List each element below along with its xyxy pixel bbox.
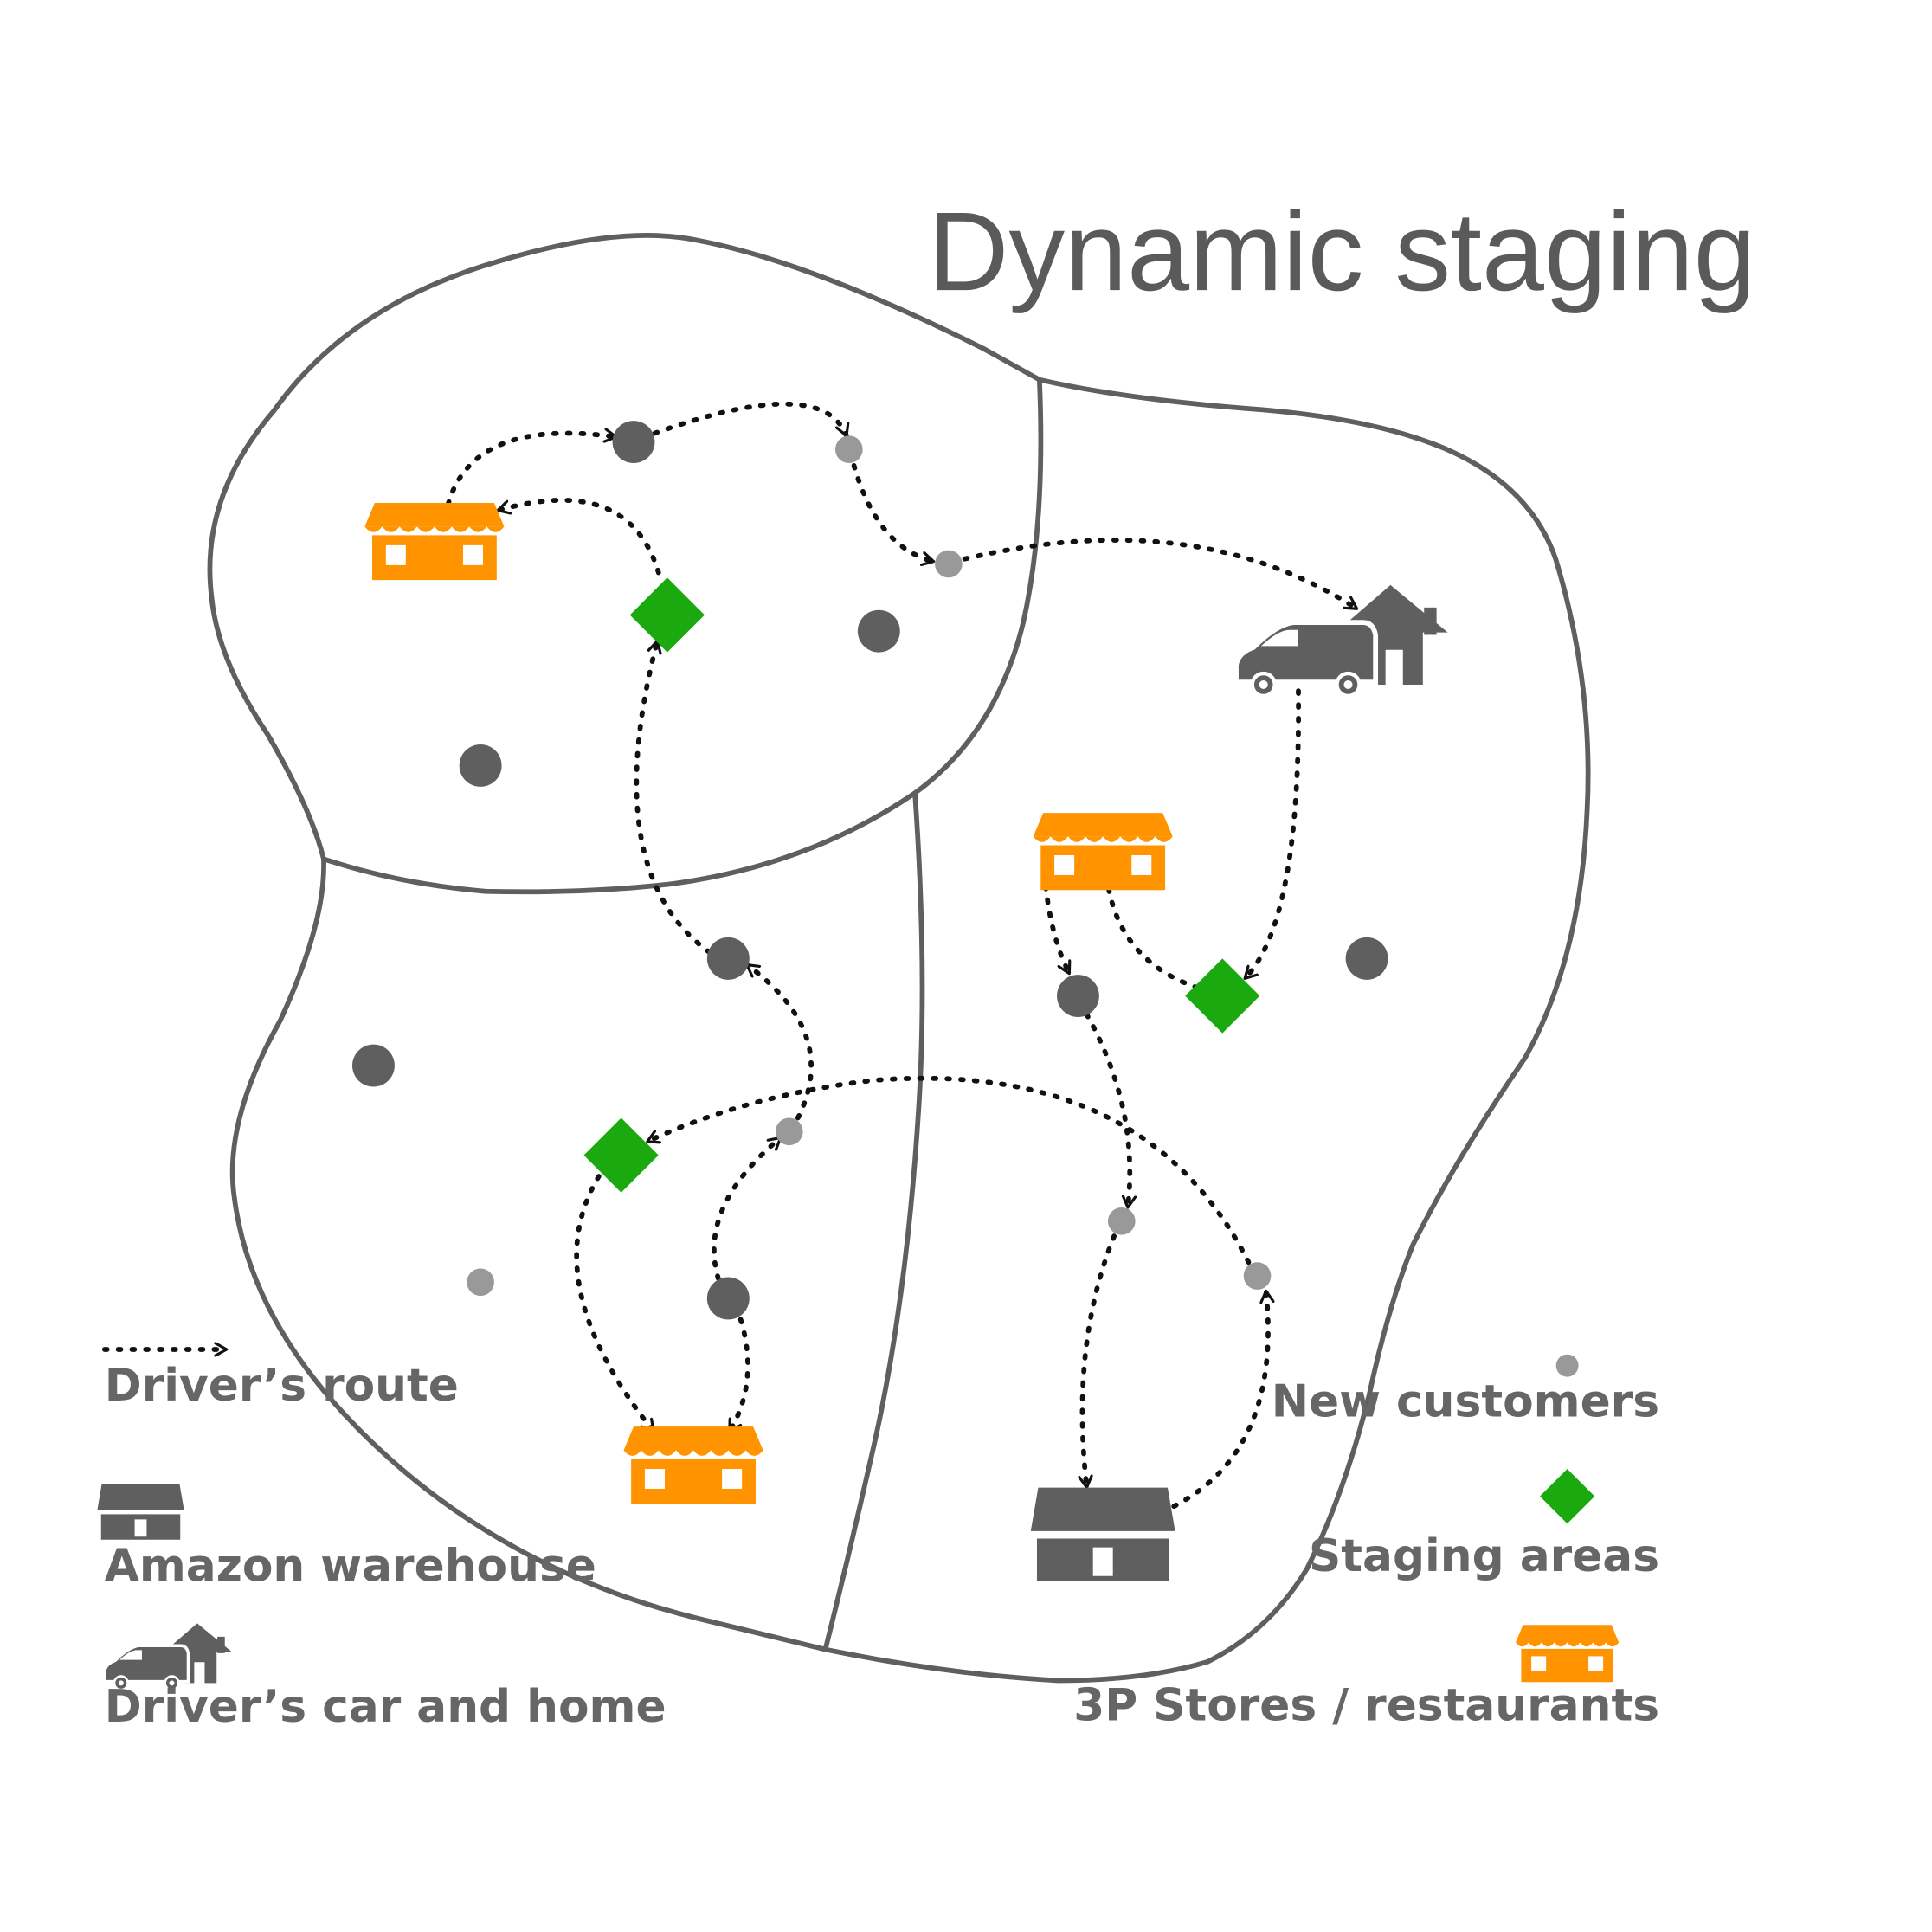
warehouse-icon <box>97 1483 184 1540</box>
store-icon <box>1516 1625 1620 1683</box>
store-icon <box>364 503 505 581</box>
customer-dot <box>612 421 655 463</box>
route-segment <box>445 434 619 507</box>
store-icon <box>623 1426 763 1504</box>
route-segment <box>726 1317 750 1434</box>
new-customer-dot <box>1107 1208 1136 1235</box>
staging-diamond-icon <box>583 1117 659 1193</box>
warehouse-icon <box>1030 1487 1175 1581</box>
customer-dot <box>706 937 750 980</box>
region-divider-top <box>323 379 1044 895</box>
delivery-regions <box>207 233 1591 1684</box>
route-segment <box>1171 1288 1268 1510</box>
new-customer-dot <box>467 1268 494 1297</box>
route-segment <box>1043 884 1072 976</box>
route-segment <box>1242 688 1301 982</box>
staging-diamond-icon <box>629 577 705 653</box>
legend-label-3p-stores: 3P Stores / restaurants <box>1073 1680 1659 1732</box>
new-customer-dot-icon <box>1555 1354 1579 1377</box>
new-customer-dot <box>1243 1262 1272 1290</box>
route-segment <box>634 638 712 956</box>
route-segment <box>574 1174 656 1434</box>
customer-dot <box>857 609 900 653</box>
car-and-home-icon <box>1236 585 1447 696</box>
route-segment <box>962 538 1360 612</box>
new-customer-dot <box>775 1117 803 1146</box>
new-customer-dot <box>834 435 863 463</box>
route-segment <box>851 462 937 562</box>
legend-left: Driver’s route Amazon warehouse Driver’s… <box>97 1349 667 1733</box>
customer-dot <box>706 1277 750 1320</box>
staging-diamond-icon <box>1185 958 1260 1034</box>
legend-label-drivers-car-and-home: Driver’s car and home <box>105 1681 667 1733</box>
route-segment <box>1084 1012 1130 1210</box>
diagram-title: Dynamic staging <box>928 190 1756 314</box>
staging-diamond-icon <box>1539 1469 1595 1524</box>
new-customer-dot <box>935 550 963 578</box>
car-and-home-icon <box>103 1621 234 1691</box>
customer-dot <box>351 1044 395 1087</box>
route-segment <box>711 1135 783 1281</box>
route-segment <box>1082 1233 1117 1491</box>
route-segment <box>744 962 814 1121</box>
legend-right: New customers Staging areas 3P Stores / … <box>1073 1354 1659 1732</box>
route-segment <box>495 498 661 576</box>
customer-dot <box>1056 975 1099 1017</box>
region-outer-boundary <box>207 233 1591 1684</box>
route-segment <box>652 401 846 439</box>
customers <box>351 421 1388 1320</box>
driver-routes <box>445 401 1360 1510</box>
legend-label-drivers-route: Driver’s route <box>105 1360 459 1412</box>
legend-label-staging-areas: Staging areas <box>1309 1530 1659 1582</box>
stores <box>364 503 1173 1504</box>
customer-dot <box>459 744 502 787</box>
region-divider-bottom <box>822 792 925 1651</box>
route-segment <box>644 1075 1252 1265</box>
store-icon <box>1033 813 1173 891</box>
legend-label-amazon-warehouse: Amazon warehouse <box>105 1540 596 1592</box>
customer-dot <box>1345 937 1388 980</box>
legend-label-new-customers: New customers <box>1272 1376 1659 1428</box>
